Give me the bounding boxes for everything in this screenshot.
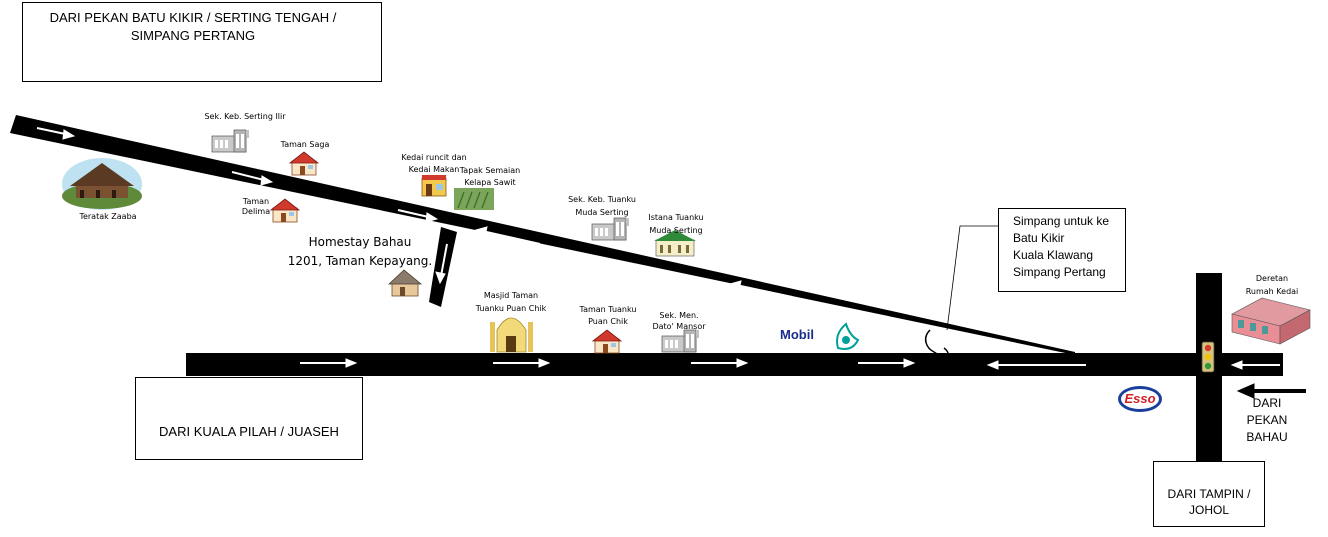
junction-note-line: Simpang untuk ke [1013,214,1110,228]
junction-note-box: Simpang untuk ke Batu Kikir Kuala Klawan… [998,208,1126,292]
esso-logo-text: Esso [1124,391,1156,406]
landmark-label-line: Muda Serting [649,226,703,235]
origin-label: DARI PEKAN BAHAU [1246,396,1288,444]
landmark-label-line: Masjid Taman [483,291,539,300]
landmark-label-line: Sek. Men. [659,311,699,320]
esso-logo: Esso [1118,386,1162,412]
arrow-down [435,243,448,285]
origin-box-batu-kikir: DARI PEKAN BATU KIKIR / SERTING TENGAH /… [22,2,382,82]
landmark-label-line: Tapak Semaian [459,166,521,175]
petronas-icon [836,322,860,350]
road-network [10,115,1283,461]
arrow-right [858,358,916,368]
landmark-label-line: Tuanku Puan Chik [475,304,547,313]
landmark-label-line: Kedai Makan [408,165,460,174]
arrow-right [300,358,358,368]
school-icon [211,129,249,153]
road-arrows [36,127,1280,370]
origin-label: DARI KUALA PILAH / JUASEH [159,424,339,439]
shop-icon [421,175,447,197]
homestay-name: Homestay Bahau [308,235,412,249]
diagonal-road [10,115,1075,355]
origin-label: DARI PEKAN BATU KIKIR / SERTING TENGAH /… [49,10,337,43]
school-icon [591,217,629,241]
landmark-label-line: Kelapa Sawit [464,178,516,187]
landmark-label-line: Kedai runcit dan [401,153,467,162]
origin-box-bahau: DARI PEKAN BAHAU [1224,377,1310,444]
shophouse-icon [1231,297,1311,345]
arrow-left [986,360,1086,370]
landmark-label-line: Rumah Kedai [1245,287,1299,296]
landmark-label: Taman Delima [241,197,271,216]
arrow-left [728,280,793,298]
landmark-label: Istana Tuanku Muda Serting [640,213,712,236]
landmark-label-line: Muda Serting [575,208,629,217]
palace-icon [654,230,696,257]
nursery-icon [454,188,494,210]
arrow-right [397,209,439,223]
arrow-right [36,127,76,140]
mosque-icon [490,317,533,353]
homestay-address: 1201, Taman Kepayang. [287,254,433,268]
leader-line [946,225,998,331]
landmark-label-line: Puan Chik [588,317,628,326]
house-icon [270,198,300,223]
landmark-label: Sek. Men. Dato' Mansor [648,311,710,332]
landmark-label-line: Sek. Keb. Tuanku [568,195,636,204]
landmark-label: Taman Saga [280,140,330,149]
landmark-label-line: Taman Tuanku [579,305,637,314]
arrow-right [231,171,274,186]
landmark-label-line: Istana Tuanku [648,213,704,222]
landmark-label-line: Dato' Mansor [652,322,706,331]
origin-box-tampin: DARI TAMPIN / JOHOL [1153,461,1265,527]
landmark-label: Masjid Taman Tuanku Puan Chik [470,291,552,314]
arrow-left [474,226,541,245]
junction-note-line: Simpang Pertang [1013,265,1106,279]
arrow-right [493,358,551,368]
landmark-label: Deretan Rumah Kedai [1236,274,1308,297]
arrow-left [1230,360,1280,370]
traffic-light-icon [1201,341,1215,373]
landmark-label-line: Deretan [1255,274,1289,283]
teratak-zaaba-photo [62,158,142,210]
landmark-label: Tapak Semaian Kelapa Sawit [454,166,526,188]
landmark-label: Sek. Keb. Tuanku Muda Serting [564,195,640,218]
mobil-logo: Mobil [780,327,814,342]
landmark-label: Sek. Keb. Serting Ilir [204,112,286,121]
homestay-house-icon [387,269,423,297]
origin-box-kuala-pilah: DARI KUALA PILAH / JUASEH [135,377,363,460]
homestay-label: Homestay Bahau 1201, Taman Kepayang. [286,233,434,271]
school-icon [661,329,699,353]
arrow-right [691,358,749,368]
junction-note-line: Kuala Klawang [1013,248,1094,262]
junction-note-line: Batu Kikir [1013,231,1065,245]
landmark-label: Taman Tuanku Puan Chik [572,305,644,327]
origin-label: DARI TAMPIN / JOHOL [1167,487,1251,517]
landmark-label: Teratak Zaaba [79,212,137,221]
u-turn-icon [924,329,940,365]
landmark-label: Kedai runcit dan Kedai Makan [398,153,470,175]
house-icon [289,151,319,176]
main-road [186,353,1283,376]
house-icon [592,329,622,354]
